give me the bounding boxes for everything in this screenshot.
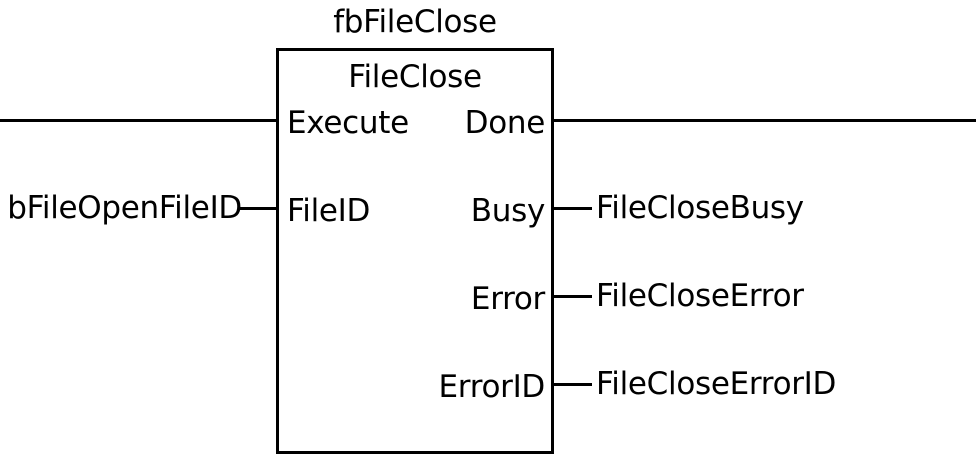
input-pin-fileid: FileID <box>287 193 371 229</box>
busy-target-variable[interactable]: FileCloseBusy <box>596 190 804 226</box>
block-type-name: FileClose <box>348 59 482 95</box>
output-pin-error: Error <box>470 281 545 317</box>
busy-output-wire <box>554 207 592 210</box>
output-pin-errorid: ErrorID <box>438 369 546 405</box>
output-pin-done: Done <box>464 105 546 141</box>
input-pin-execute: Execute <box>287 105 409 141</box>
execute-input-wire <box>0 119 278 122</box>
error-output-wire <box>554 295 592 298</box>
done-output-wire <box>554 119 976 122</box>
fileid-input-wire <box>240 207 278 210</box>
fileid-source-variable[interactable]: bFileOpenFileID <box>7 190 242 226</box>
errorid-target-variable[interactable]: FileCloseErrorID <box>596 366 837 402</box>
error-target-variable[interactable]: FileCloseError <box>596 278 804 314</box>
function-block[interactable]: FileClose Execute FileID Done Busy Error… <box>276 48 554 454</box>
instance-name: fbFileClose <box>333 4 497 40</box>
errorid-output-wire <box>554 383 592 386</box>
output-pin-busy: Busy <box>470 193 546 229</box>
